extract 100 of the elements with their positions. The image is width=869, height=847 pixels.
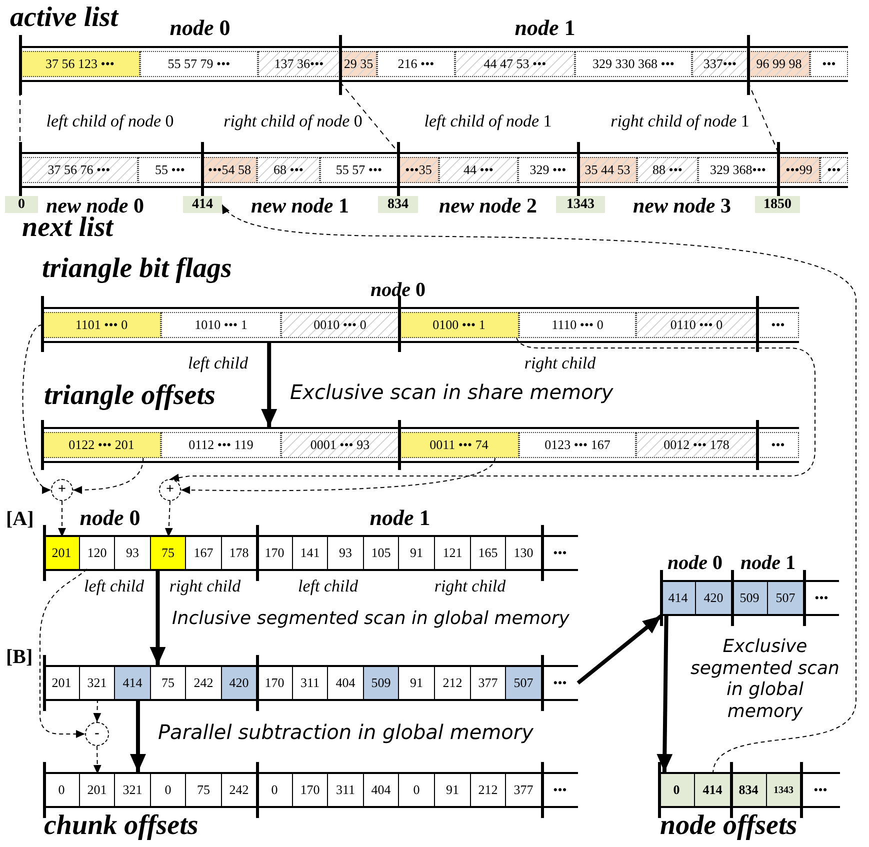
node-label: new node 1 xyxy=(251,194,349,218)
node-label: node 1 xyxy=(740,552,796,574)
node-label: left child of node 0 xyxy=(46,112,174,132)
value-cell: 321 xyxy=(115,774,151,806)
dashed-arrow xyxy=(164,500,173,538)
value-cell: 91 xyxy=(399,667,435,699)
value-cell: 0 xyxy=(151,774,186,806)
node-label: node 0 xyxy=(80,506,140,530)
node-label: left child xyxy=(188,354,248,374)
value-cell: ••• xyxy=(542,537,578,569)
operator-circle: + xyxy=(159,479,181,501)
offset-marker: 1850 xyxy=(755,196,800,213)
node-label: left child xyxy=(298,578,358,596)
array-title: node offsets xyxy=(660,812,798,840)
array-title: triangle offsets xyxy=(44,382,216,410)
value-cell: 0110 ••• 0 xyxy=(636,312,757,338)
value-cell: 37 56 123 ••• xyxy=(20,51,140,77)
array-title: [A] xyxy=(6,509,34,529)
value-cell: 75 xyxy=(151,537,186,569)
value-cell: 509 xyxy=(364,667,399,699)
value-cell: •••54 58 xyxy=(202,157,257,183)
value-cell: 0122 ••• 201 xyxy=(42,432,161,458)
value-cell: 88 ••• xyxy=(637,157,698,183)
dashed-arrow xyxy=(180,458,496,494)
value-cell: ••• xyxy=(542,774,578,806)
value-cell: 0010 ••• 0 xyxy=(281,312,399,338)
value-cell: ••• xyxy=(810,51,848,77)
value-cell: 420 xyxy=(222,667,257,699)
value-cell: ••• xyxy=(801,774,840,806)
array-title: triangle bit flags xyxy=(42,255,232,283)
node-label: new node 3 xyxy=(633,194,731,218)
value-cell: 509 xyxy=(732,582,768,614)
dashed-arrow xyxy=(58,500,66,538)
arrow xyxy=(656,616,673,772)
value-cell: 414 xyxy=(115,667,151,699)
array-strip xyxy=(661,580,839,616)
node-label: node 1 xyxy=(370,506,430,530)
value-cell: 0100 ••• 1 xyxy=(399,312,519,338)
arrow xyxy=(576,614,662,685)
value-cell: 201 xyxy=(80,774,115,806)
node-label: node 0 xyxy=(668,552,722,574)
value-cell: 404 xyxy=(364,774,399,806)
offset-marker: 834 xyxy=(378,196,418,213)
dashed-arrow xyxy=(170,338,816,482)
value-cell: 212 xyxy=(471,774,506,806)
value-cell: 507 xyxy=(768,582,804,614)
dashed-arrow xyxy=(93,746,102,774)
array-title: [B] xyxy=(6,647,33,667)
value-cell: •••99 xyxy=(778,157,820,183)
edge-label: Inclusive segmented scan in global memory xyxy=(172,608,570,630)
value-cell: 1101 ••• 0 xyxy=(42,312,161,338)
value-cell: 0012 ••• 178 xyxy=(636,432,757,458)
value-cell: 311 xyxy=(328,774,364,806)
array-title: chunk offsets xyxy=(44,812,198,840)
value-cell: 0011 ••• 74 xyxy=(399,432,519,458)
value-cell: ••• xyxy=(804,582,839,614)
dashed-arrow xyxy=(72,458,144,494)
value-cell: 121 xyxy=(435,537,471,569)
value-cell: 311 xyxy=(293,667,328,699)
value-cell: 44 47 53 ••• xyxy=(455,51,575,77)
node-label: right child of node 0 xyxy=(224,112,362,132)
offset-marker: 1343 xyxy=(556,196,605,213)
value-cell: 507 xyxy=(506,667,542,699)
node-label: right child of node 1 xyxy=(610,112,750,132)
value-cell: 91 xyxy=(435,774,471,806)
value-cell: 414 xyxy=(695,774,731,806)
offset-marker: 0 xyxy=(5,196,38,213)
value-cell: 93 xyxy=(328,537,364,569)
operator-circle: - xyxy=(85,722,109,746)
value-cell: 29 35 xyxy=(340,51,377,77)
node-label: new node 2 xyxy=(439,194,537,218)
value-cell: 105 xyxy=(364,537,399,569)
value-cell: 44 ••• xyxy=(439,157,518,183)
value-cell: 165 xyxy=(471,537,506,569)
value-cell: 834 xyxy=(731,774,767,806)
value-cell: 1343 xyxy=(767,774,801,806)
value-cell: ••• xyxy=(820,157,848,183)
node-label: left child of node 1 xyxy=(424,112,552,132)
value-cell: 0001 ••• 93 xyxy=(281,432,399,458)
value-cell: 37 56 76 ••• xyxy=(20,157,138,183)
value-cell: 420 xyxy=(696,582,732,614)
value-cell: 141 xyxy=(293,537,328,569)
value-cell: 337••• xyxy=(692,51,748,77)
node-label: right child xyxy=(169,578,241,596)
value-cell: 167 xyxy=(186,537,222,569)
dashed-arrow xyxy=(40,568,88,738)
node-label: left child xyxy=(84,578,144,596)
node-label: node 1 xyxy=(514,16,576,40)
value-cell: 120 xyxy=(80,537,115,569)
value-cell: 201 xyxy=(44,537,80,569)
node-label: node 0 xyxy=(370,279,426,301)
node-label: right child xyxy=(434,578,506,596)
value-cell: 68 ••• xyxy=(257,157,320,183)
value-cell: ••• xyxy=(542,667,578,699)
value-cell: 170 xyxy=(293,774,328,806)
dashed-arrow xyxy=(222,204,856,774)
value-cell: •••35 xyxy=(398,157,439,183)
value-cell: 0 xyxy=(659,774,695,806)
arrow xyxy=(130,701,146,772)
node-label: right child xyxy=(524,354,596,374)
